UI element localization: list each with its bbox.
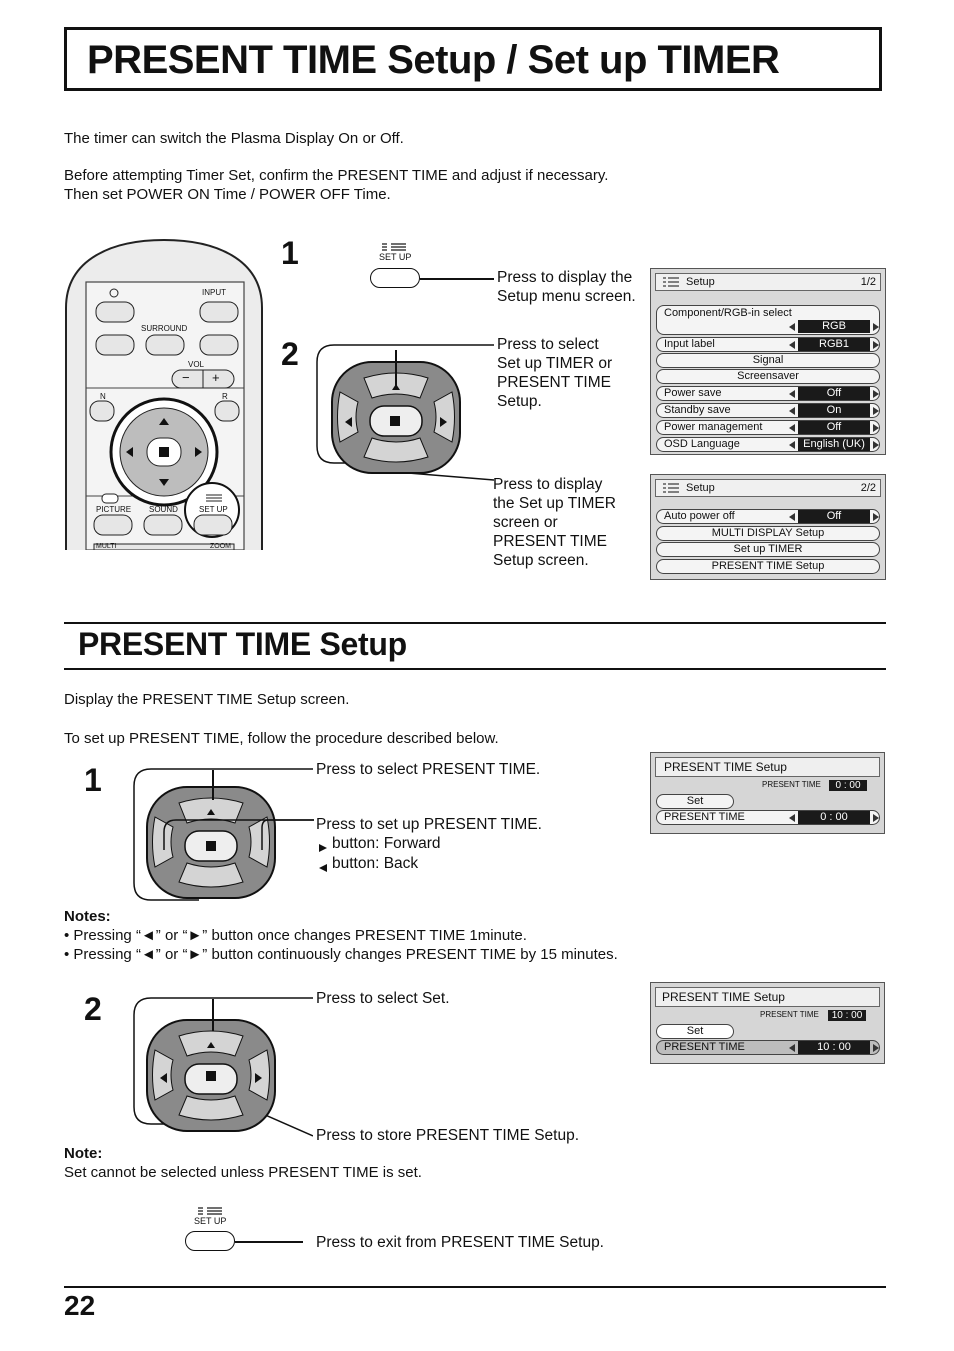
right-arrow-icon — [318, 840, 328, 852]
step-1-number: 1 — [84, 762, 102, 798]
menu-row-osd-language[interactable]: OSD Language English (UK) — [656, 437, 880, 452]
step1-callout-select: Press to select PRESENT TIME. — [316, 761, 541, 778]
callout-lines-left-right — [158, 818, 314, 858]
menu-row-power-save[interactable]: Power save Off — [656, 386, 880, 401]
page-title: PRESENT TIME Setup / Set up TIMER — [87, 38, 780, 82]
intro-line-1: The timer can switch the Plasma Display … — [64, 130, 404, 147]
remote-plus: + — [212, 370, 220, 385]
present-time-screen-initial: PRESENT TIME Setup PRESENT TIME 0 : 00 S… — [650, 752, 885, 834]
step2-callout-store: Press to store PRESENT TIME Setup. — [316, 1127, 580, 1144]
callout-line — [212, 770, 214, 800]
setup-button-label: SET UP — [194, 1216, 227, 1226]
menu-header: Setup 2/2 — [655, 479, 881, 497]
setup-menu-icon — [380, 238, 410, 251]
menu-row-standby-save[interactable]: Standby save On — [656, 403, 880, 418]
present-time-small-value: 10 : 00 — [828, 1010, 866, 1021]
footer-rule — [64, 1286, 886, 1288]
menu-row-component-rgb[interactable]: Component/RGB-in select RGB — [656, 305, 880, 335]
section-rule-top — [64, 622, 886, 624]
menu-row-screensaver[interactable]: Screensaver — [656, 369, 880, 384]
menu-page: 1/2 — [860, 276, 876, 288]
step-2-number: 2 — [84, 991, 102, 1027]
set-button[interactable]: Set — [656, 794, 734, 809]
setup-button-label: SET UP — [379, 252, 412, 262]
intro-line-2: Before attempting Timer Set, confirm the… — [64, 167, 609, 184]
note-1: • Pressing “◄” or “►” button once change… — [64, 927, 527, 944]
menu-page: 2/2 — [860, 482, 876, 494]
note-text: Set cannot be selected unless PRESENT TI… — [64, 1164, 422, 1181]
present-time-row[interactable]: PRESENT TIME 10 : 00 — [656, 1040, 880, 1055]
callout-line — [420, 278, 494, 280]
menu-row-multi-display[interactable]: MULTI DISPLAY Setup — [656, 526, 880, 541]
section-title: PRESENT TIME Setup — [78, 626, 407, 662]
present-time-screen-set: PRESENT TIME Setup PRESENT TIME 10 : 00 … — [650, 982, 885, 1064]
dpad-button-top[interactable] — [330, 360, 462, 475]
menu-row-auto-power-off[interactable]: Auto power off Off — [656, 509, 880, 524]
present-time-small-value: 0 : 00 — [829, 780, 867, 791]
dpad-button-step1[interactable] — [145, 785, 277, 900]
forward-text: button: Forward — [332, 835, 441, 852]
menu-row-power-management[interactable]: Power management Off — [656, 420, 880, 435]
section-line-1: Display the PRESENT TIME Setup screen. — [64, 691, 350, 708]
back-text: button: Back — [332, 855, 419, 872]
callout-line — [212, 999, 214, 1031]
note-2: • Pressing “◄” or “►” button continuousl… — [64, 946, 618, 963]
step-2-number: 2 — [281, 336, 299, 372]
setup-button-exit[interactable] — [185, 1231, 235, 1251]
notes-title: Notes: — [64, 908, 111, 925]
present-time-small-label: PRESENT TIME — [762, 780, 821, 789]
setup-menu-icon — [662, 483, 680, 493]
menu-row-present-time-setup[interactable]: PRESENT TIME Setup — [656, 559, 880, 574]
step1-callout-setup: Press to set up PRESENT TIME. — [316, 816, 542, 833]
menu-header: Setup 1/2 — [655, 273, 881, 291]
setup-menu-icon — [662, 277, 680, 287]
remote-minus: − — [182, 370, 190, 385]
remote-setup-label: SET UP — [199, 505, 228, 514]
remote-control: INPUT SURROUND VOL − + N R PICTURE SOUND… — [64, 238, 266, 551]
remote-vol-label: VOL — [188, 360, 205, 369]
menu-row-signal[interactable]: Signal — [656, 353, 880, 368]
dpad-button-step2[interactable] — [145, 1018, 277, 1133]
present-time-row[interactable]: PRESENT TIME 0 : 00 — [656, 810, 880, 825]
callout-line — [395, 350, 397, 390]
setup-menu-page-2: Setup 2/2 Auto power off Off MULTI DISPL… — [650, 474, 886, 580]
screen-title: PRESENT TIME Setup — [662, 990, 785, 1004]
remote-input-label: INPUT — [202, 288, 226, 297]
setup-menu-page-1: Setup 1/2 Component/RGB-in select RGB In… — [650, 268, 886, 455]
left-arrow-icon — [318, 860, 328, 872]
remote-r-label: R — [222, 392, 228, 401]
setup-menu-icon — [196, 1202, 226, 1215]
dpad-callout-frame — [133, 768, 313, 902]
menu-title: Setup — [686, 482, 715, 494]
remote-sound-label: SOUND — [149, 505, 178, 514]
page-title-box: PRESENT TIME Setup / Set up TIMER — [64, 27, 882, 91]
remote-surround-label: SURROUND — [141, 324, 188, 333]
menu-title: Setup — [686, 276, 715, 288]
remote-n-label: N — [100, 392, 106, 401]
remote-zoom-label: ZOOM — [210, 543, 231, 550]
present-time-small-label: PRESENT TIME — [760, 1010, 819, 1019]
screen-title: PRESENT TIME Setup — [664, 760, 787, 774]
callout-line — [235, 1241, 303, 1243]
note-title: Note: — [64, 1145, 103, 1162]
intro-line-3: Then set POWER ON Time / POWER OFF Time. — [64, 186, 391, 203]
remote-multi-label: MULTI — [96, 543, 117, 550]
menu-row-set-up-timer[interactable]: Set up TIMER — [656, 542, 880, 557]
remote-picture-label: PICTURE — [96, 505, 132, 514]
section-line-2: To set up PRESENT TIME, follow the proce… — [64, 730, 499, 747]
menu-row-input-label[interactable]: Input label RGB1 — [656, 337, 880, 352]
step2-callout-select: Press to select Set. — [316, 990, 450, 1007]
page-number: 22 — [64, 1290, 96, 1321]
step-1-number: 1 — [281, 235, 299, 271]
setup-button[interactable] — [370, 268, 420, 288]
set-button[interactable]: Set — [656, 1024, 734, 1039]
exit-callout: Press to exit from PRESENT TIME Setup. — [316, 1234, 604, 1251]
section-rule-bottom — [64, 668, 886, 670]
